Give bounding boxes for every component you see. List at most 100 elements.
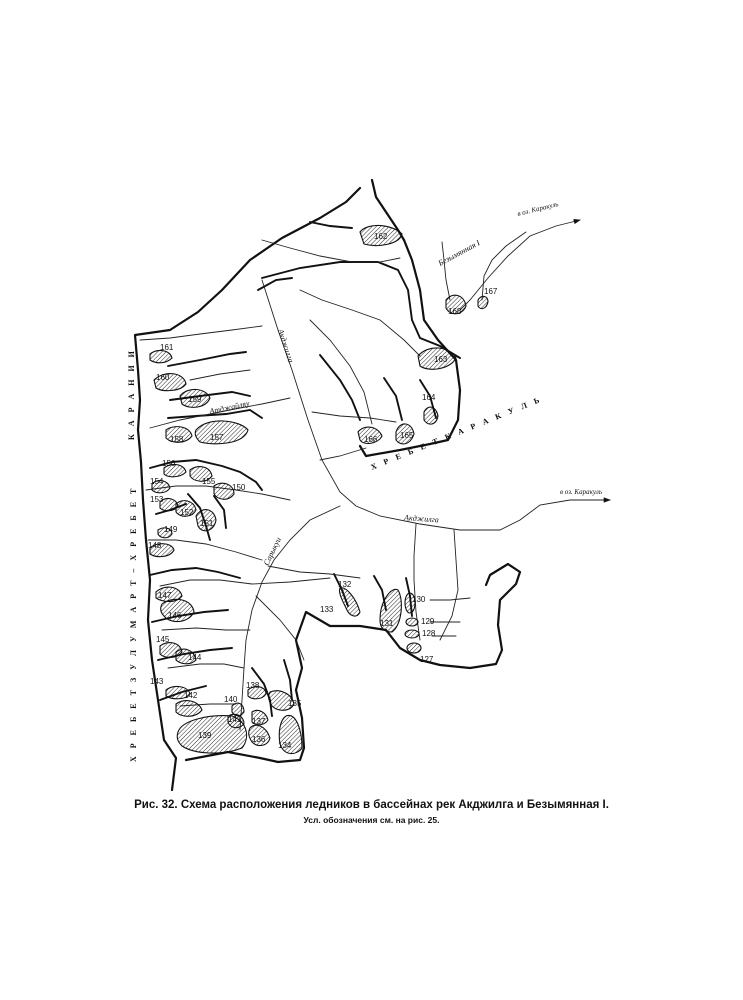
river-akdzhilga-tributary bbox=[299, 289, 421, 357]
ridge-label-karanii: К А Р А Н И И bbox=[127, 348, 136, 440]
glacier-154 bbox=[151, 479, 171, 494]
ridge-crest bbox=[261, 261, 461, 359]
glacier-163 bbox=[417, 347, 457, 370]
glacier-143 bbox=[165, 685, 191, 700]
glacier-label-164: 164 bbox=[422, 393, 436, 402]
glacier-label-141: 141 bbox=[228, 715, 242, 724]
river-akdzhilga-tributary bbox=[261, 239, 401, 263]
glacier-130 bbox=[404, 592, 416, 614]
glacier-label-136: 136 bbox=[252, 735, 266, 744]
glacier-label-133: 133 bbox=[320, 605, 334, 614]
glacier-137 bbox=[251, 709, 269, 726]
river-bezymyannaya-tributary bbox=[481, 231, 527, 301]
river-label-akdzhilga-upper: Акджилга bbox=[276, 327, 296, 364]
river-tributary bbox=[159, 577, 331, 587]
glacier-label-150: 150 bbox=[232, 483, 246, 492]
glacier-152 bbox=[175, 500, 197, 517]
glacier-label-140: 140 bbox=[224, 695, 238, 704]
glacier-141 bbox=[227, 713, 245, 729]
glacier-132 bbox=[338, 587, 361, 617]
glacier-label-167: 167 bbox=[484, 287, 498, 296]
glacier-label-151: 151 bbox=[200, 519, 214, 528]
ridge-crest bbox=[167, 409, 263, 419]
glacier-label-142: 142 bbox=[184, 691, 198, 700]
glacier-label-149: 149 bbox=[164, 525, 178, 534]
river-label-akdzhilga-lower: Акджилга bbox=[403, 513, 439, 524]
glacier-128 bbox=[404, 629, 420, 639]
glacier-150 bbox=[213, 482, 235, 500]
ridge-crest bbox=[251, 667, 273, 717]
river-akdzhilga bbox=[261, 279, 611, 531]
glacier-127 bbox=[406, 642, 422, 654]
ridge-crest bbox=[167, 351, 247, 367]
glacier-label-137: 137 bbox=[252, 717, 266, 726]
figure-caption-note: Усл. обозначения см. на рис. 25. bbox=[303, 815, 440, 825]
glacier-162 bbox=[359, 224, 403, 247]
ridge-crest bbox=[149, 459, 263, 491]
glacier-147 bbox=[155, 586, 183, 603]
glacier-label-156: 156 bbox=[162, 459, 176, 468]
river-tributary bbox=[147, 539, 263, 561]
glacier-label-145: 145 bbox=[156, 635, 170, 644]
glacier-label-155: 155 bbox=[202, 477, 216, 486]
ridge-crest bbox=[309, 221, 353, 229]
glacier-135 bbox=[268, 690, 295, 711]
glacier-label-131: 131 bbox=[380, 619, 394, 628]
glacier-142 bbox=[175, 700, 203, 717]
ridge-crest bbox=[319, 354, 361, 421]
river-tributary bbox=[255, 595, 305, 661]
glacier-145 bbox=[159, 642, 183, 659]
glacier-label-157: 157 bbox=[210, 433, 224, 442]
river-tributary bbox=[189, 369, 251, 381]
river-tributary bbox=[161, 627, 251, 631]
glacier-165 bbox=[395, 423, 415, 445]
outflow-label-upper: в оз. Каракуль bbox=[517, 200, 560, 218]
glacier-label-152: 152 bbox=[180, 508, 194, 517]
river-akdzhilga-tributary bbox=[311, 411, 397, 423]
glacier-149 bbox=[157, 527, 173, 539]
glacier-label-166: 166 bbox=[364, 435, 378, 444]
glacier-160 bbox=[153, 373, 187, 392]
glacier-164 bbox=[423, 406, 439, 425]
river-atdzhailyau-lower bbox=[149, 397, 291, 429]
basin-boundary-east bbox=[358, 238, 462, 458]
river-label-bezymyannaya: Безымянная I bbox=[436, 238, 482, 268]
glacier-129 bbox=[405, 617, 419, 627]
river-bezymyannaya-tributary bbox=[441, 241, 451, 301]
glacier-label-128: 128 bbox=[422, 629, 436, 638]
glacier-157 bbox=[194, 420, 249, 445]
glacier-label-159: 159 bbox=[188, 395, 202, 404]
glacier-label-127: 127 bbox=[420, 655, 434, 664]
glacier-label-160: 160 bbox=[156, 373, 170, 382]
glacier-label-163: 163 bbox=[434, 355, 448, 364]
glacier-148 bbox=[149, 543, 175, 558]
glacier-label-132: 132 bbox=[338, 580, 352, 589]
glacier-168 bbox=[445, 294, 467, 315]
river-saryqui bbox=[239, 505, 341, 731]
river-atdzhailyau bbox=[139, 325, 263, 341]
figure-caption: Рис. 32. Схема расположения ледников в б… bbox=[134, 799, 609, 811]
glacier-label-165: 165 bbox=[400, 431, 414, 440]
glacier-label-147: 147 bbox=[158, 591, 172, 600]
glacier-label-158: 158 bbox=[170, 435, 184, 444]
glacier-label-154: 154 bbox=[150, 477, 164, 486]
river-tributary bbox=[439, 529, 459, 641]
glacier-153 bbox=[159, 497, 179, 512]
glacier-label-139: 139 bbox=[198, 731, 212, 740]
glacier-label-129: 129 bbox=[421, 617, 435, 626]
ridge-crest bbox=[149, 567, 241, 579]
glacier-label-148: 148 bbox=[148, 541, 162, 550]
glacier-161 bbox=[149, 349, 173, 364]
glacier-labels: 127 128 129 130 131 132 133 134 135 136 … bbox=[148, 232, 498, 750]
glacier-146 bbox=[160, 598, 195, 623]
glacier-138 bbox=[247, 685, 267, 700]
river-tributary bbox=[429, 597, 471, 601]
glacier-134 bbox=[278, 714, 303, 755]
glacier-label-161: 161 bbox=[160, 343, 174, 352]
glacier-label-135: 135 bbox=[288, 699, 302, 708]
glacier-label-146: 146 bbox=[168, 611, 182, 620]
river-tributary bbox=[167, 663, 245, 669]
glacier-label-143: 143 bbox=[150, 677, 164, 686]
river-akdzhilga-tributary bbox=[319, 447, 367, 461]
